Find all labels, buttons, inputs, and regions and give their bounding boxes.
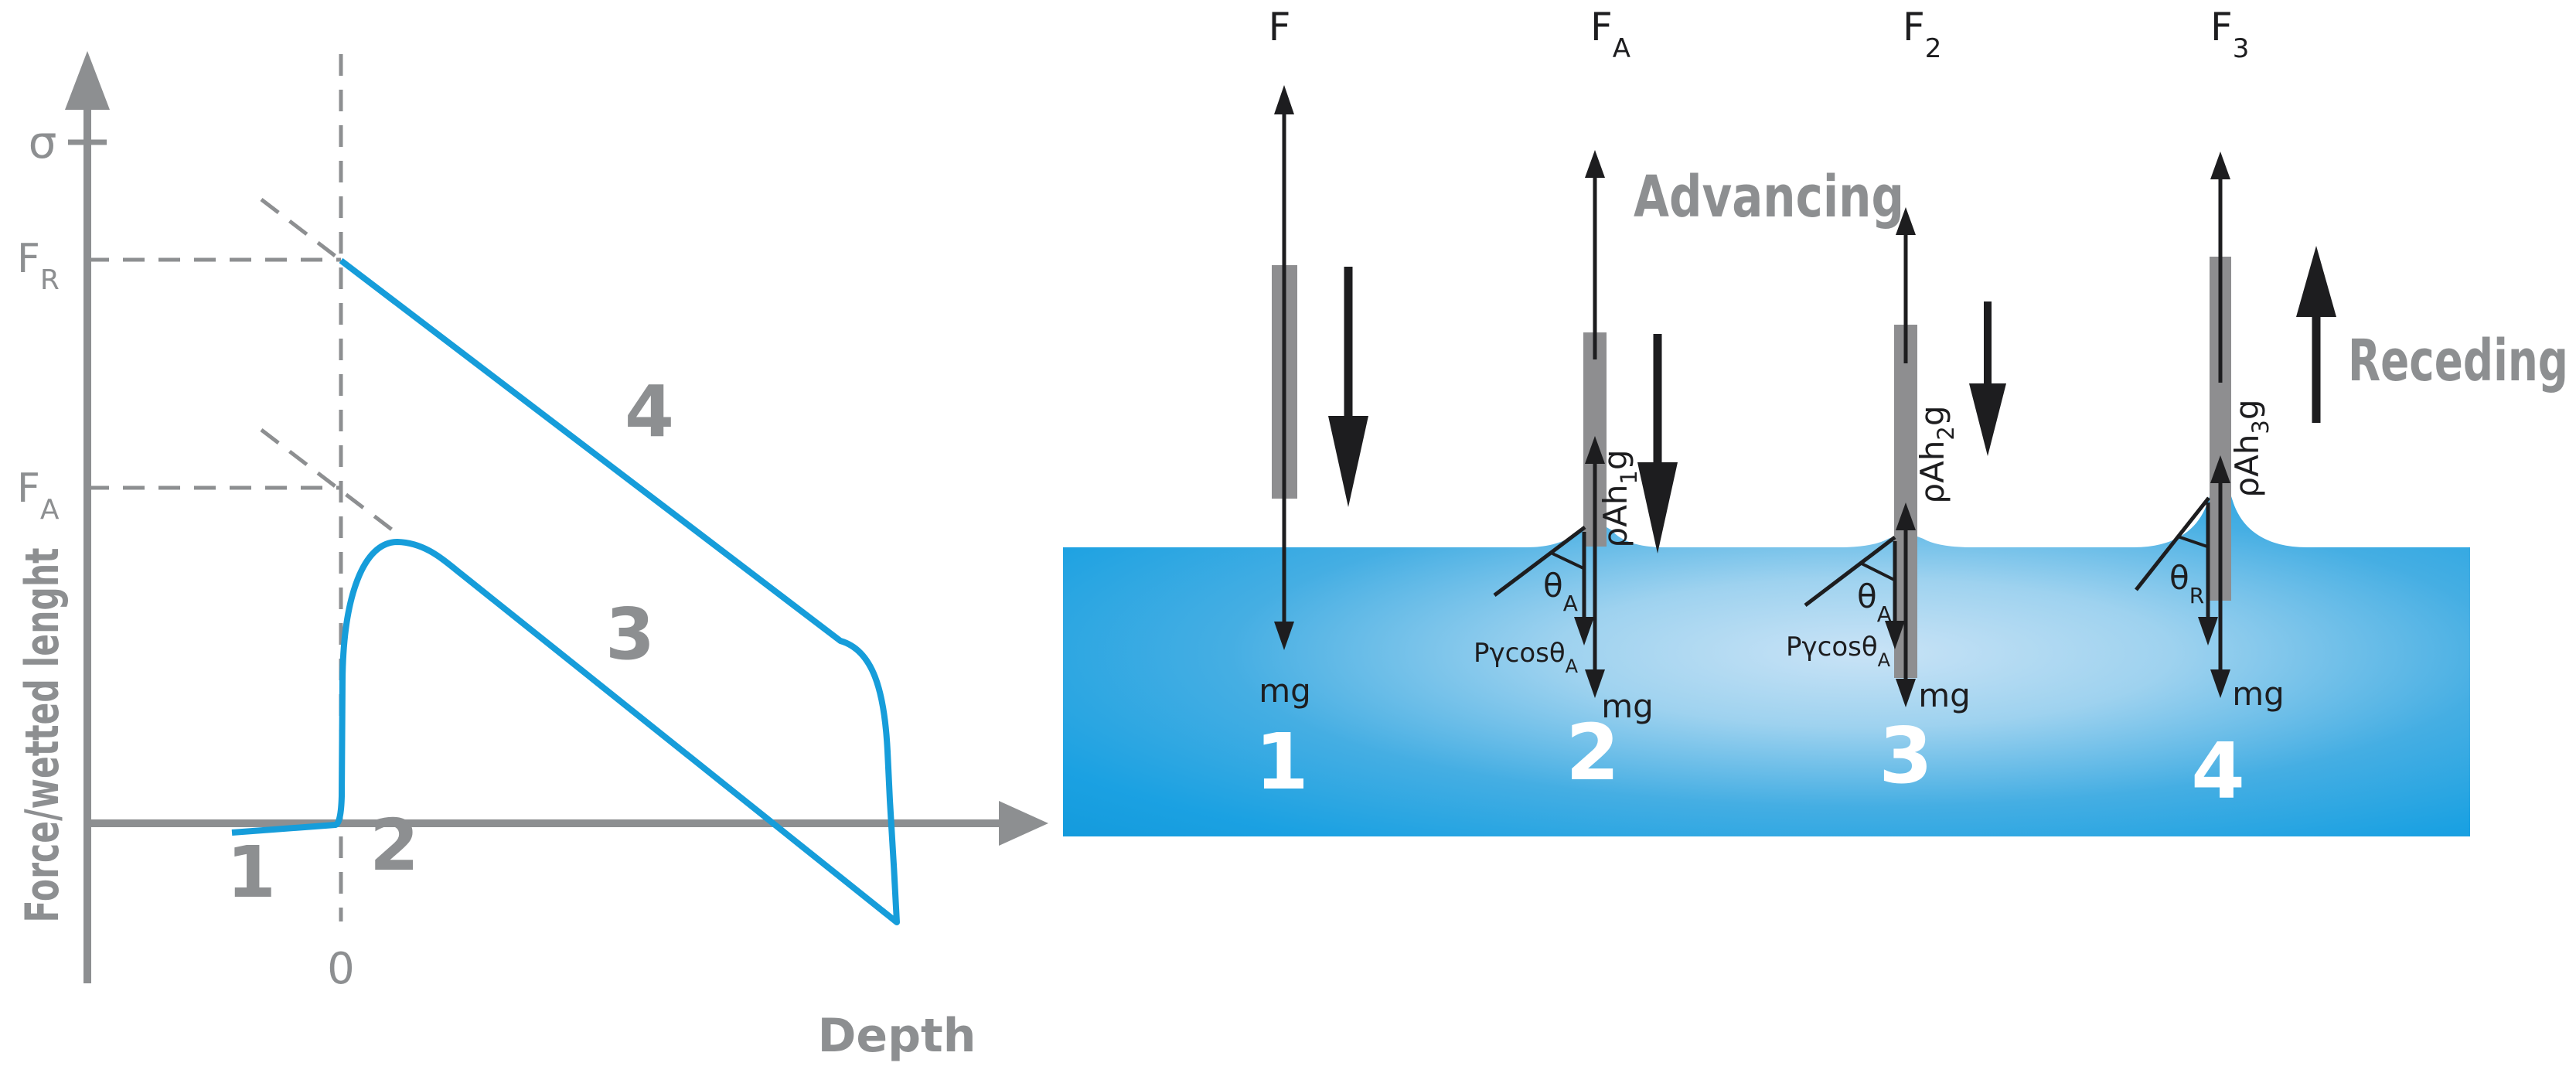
stage2-buoyancy-sub: 1: [1616, 470, 1642, 484]
immersion-diagram: mg θA PγcosθA ρAh1g mg: [1063, 5, 2568, 836]
stage1-down-motion-arrowhead-icon: [1328, 416, 1368, 507]
stage2-theta-label: θA: [1543, 567, 1578, 616]
x-axis-arrowhead-icon: [999, 801, 1048, 846]
stage3-theta-label: θA: [1857, 577, 1892, 627]
stage2-buoyancy-arrowhead-icon: [1585, 436, 1605, 464]
stage4-up-arrowhead-icon: [2210, 152, 2230, 179]
stage4-mg-label: mg: [2232, 675, 2285, 713]
advancing-extrapolation-dashed-line: [260, 428, 400, 536]
stage3-theta-sub: A: [1877, 601, 1892, 627]
stage3-tension-label: PγcosθA: [1786, 632, 1891, 671]
stage3-tension-arrowhead-icon: [1885, 621, 1905, 649]
stage3-theta-main: θ: [1857, 577, 1877, 615]
stage2-tension-main: Pγcosθ: [1474, 638, 1566, 669]
force4-main: F: [2210, 5, 2233, 49]
stage2-tension-arrowhead-icon: [1574, 617, 1594, 646]
force1-main: F: [1269, 5, 1291, 49]
stage3-mg-label: mg: [1918, 676, 1971, 714]
stage4-angle-tick: [2177, 535, 2208, 548]
y-axis-title: Force/wetted lenght: [15, 548, 70, 923]
stage2-buoyancy-post: g: [1596, 449, 1634, 470]
receding-extrapolation-dashed-line: [260, 198, 345, 264]
hysteresis-curve: [231, 257, 900, 925]
force-label-3: F2: [1903, 5, 1941, 64]
x-axis-title: Depth: [818, 1009, 976, 1063]
stage2-buoyancy-pre: ρAh: [1596, 485, 1634, 548]
stage3-contact-angle-line: [1804, 536, 1896, 607]
stage3-mg-arrowhead-icon: [1896, 679, 1916, 707]
region-3-label: 3: [605, 593, 655, 676]
advancing-label: Advancing: [1634, 164, 1904, 230]
stage4-up-motion-arrowhead-icon: [2296, 246, 2336, 317]
stage3-buoyancy-label: ρAh2g: [1913, 405, 1959, 503]
stage4-buoyancy-pre: ρAh: [2228, 434, 2266, 498]
force3-sub: 2: [1925, 33, 1942, 64]
stage4-mg-arrowhead-icon: [2210, 669, 2230, 698]
stage4-buoyancy-post: g: [2228, 399, 2266, 420]
stage1-up-arrowhead-icon: [1274, 85, 1294, 114]
force2-main: F: [1590, 5, 1613, 49]
stage4-theta-sub: R: [2189, 583, 2204, 608]
stage-number-2: 2: [1566, 707, 1620, 798]
force3-main: F: [1903, 5, 1925, 49]
force-depth-graph: σ FR FA Force/wetted lenght Depth 0 1 2 …: [15, 51, 1048, 1063]
stage-number-4: 4: [2191, 726, 2245, 816]
force4-sub: 3: [2233, 33, 2250, 64]
stage2-tension-sub: A: [1566, 656, 1579, 677]
stage2-tension-label: PγcosθA: [1474, 638, 1579, 677]
fr-sub: R: [40, 264, 60, 296]
stage4-buoyancy-arrowhead-icon: [2210, 455, 2230, 483]
region-4-label: 4: [625, 370, 674, 453]
fa-label: FA: [17, 465, 60, 526]
region-1-label: 1: [227, 831, 276, 914]
stage2-contact-angle-line: [1493, 526, 1586, 597]
force-label-1: F: [1269, 5, 1291, 49]
fr-label: FR: [17, 236, 60, 296]
stage2-down-motion-arrowhead-icon: [1637, 462, 1678, 554]
stage2-mg-arrowhead-icon: [1585, 669, 1605, 698]
stage2-mg-label: mg: [1601, 687, 1654, 725]
fr-main: F: [17, 236, 40, 282]
stage4-tension-arrowhead-icon: [2198, 617, 2218, 646]
stage3-up-arrowhead-icon: [1896, 207, 1916, 235]
stage1-mg-label: mg: [1259, 672, 1311, 710]
stage2-angle-tick: [1552, 552, 1584, 570]
stage4-buoyancy-label: ρAh3g: [2228, 399, 2274, 497]
stage-3-annotations: θA PγcosθA ρAh2g mg: [1786, 207, 2006, 714]
force-label-2: FA: [1590, 5, 1630, 64]
fa-sub: A: [40, 494, 60, 526]
stage-number-1: 1: [1255, 717, 1309, 807]
stage3-buoyancy-post: g: [1913, 405, 1951, 426]
stage-1-annotations: mg: [1259, 85, 1368, 710]
sigma-label: σ: [29, 116, 57, 169]
stage3-tension-sub: A: [1878, 649, 1891, 671]
force-label-4: F3: [2210, 5, 2249, 64]
y-axis-arrowhead-icon: [65, 51, 110, 110]
stage3-buoyancy-arrowhead-icon: [1896, 502, 1916, 530]
stage2-buoyancy-label: ρAh1g: [1596, 449, 1642, 547]
region-2-label: 2: [370, 804, 419, 887]
stage1-mg-arrowhead-icon: [1274, 622, 1294, 650]
fa-main: F: [17, 465, 40, 512]
stage-4-annotations: θR ρAh3g mg: [2135, 152, 2336, 713]
stage4-buoyancy-sub: 3: [2247, 420, 2274, 434]
stage-2-annotations: θA PγcosθA ρAh1g mg: [1474, 150, 1678, 725]
stage4-theta-main: θ: [2169, 559, 2189, 597]
stage4-theta-label: θR: [2169, 559, 2204, 608]
stage-number-3: 3: [1879, 710, 1933, 801]
origin-label: 0: [327, 944, 355, 994]
stage4-contact-angle-line: [2135, 496, 2210, 591]
stage3-angle-tick: [1859, 561, 1895, 581]
stage3-down-motion-arrowhead-icon: [1969, 383, 2006, 456]
stage3-buoyancy-pre: ρAh: [1913, 441, 1951, 504]
stage2-up-arrowhead-icon: [1585, 150, 1605, 178]
stage3-tension-main: Pγcosθ: [1786, 632, 1878, 663]
stage2-theta-sub: A: [1563, 591, 1578, 616]
stage3-buoyancy-sub: 2: [1933, 426, 1959, 440]
force2-sub: A: [1613, 33, 1630, 64]
water-body: [1063, 496, 2470, 836]
stage2-theta-main: θ: [1543, 567, 1563, 605]
receding-label: Receding: [2348, 328, 2568, 394]
